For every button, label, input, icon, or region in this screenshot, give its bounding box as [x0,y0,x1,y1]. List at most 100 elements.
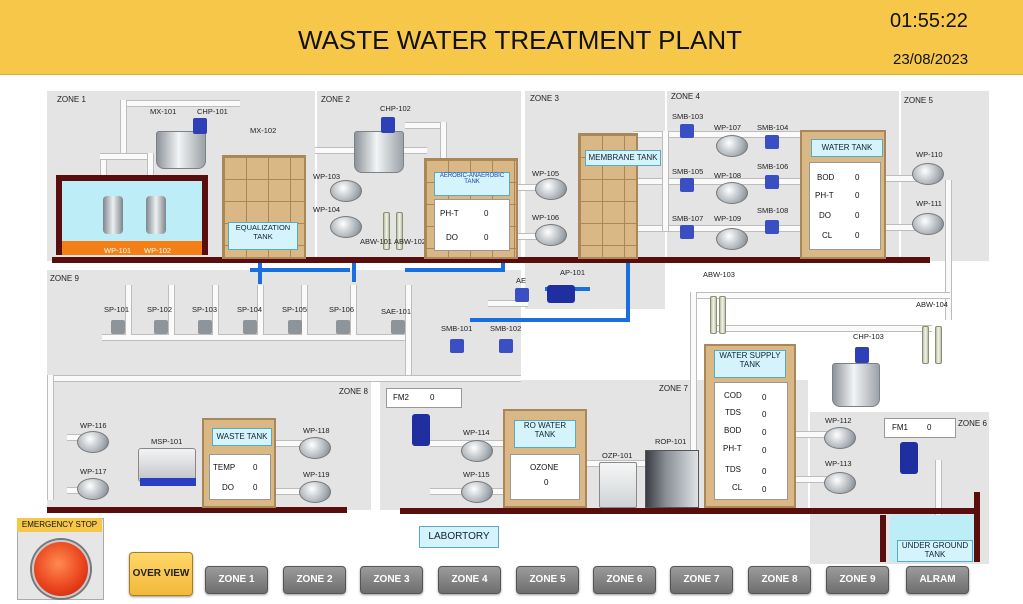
laboratory-button[interactable]: LABORTORY [419,526,499,548]
pipe [405,285,412,375]
nav-zone-1-button[interactable]: ZONE 1 [205,566,268,594]
abw-104-label: ABW-104 [916,300,948,309]
wp-101-label: WP-101 [104,246,132,255]
waste-tank-label: WASTE TANK [212,428,272,446]
valve-smb108-icon[interactable] [765,220,779,234]
valve-smb101-icon[interactable] [450,339,464,353]
submersible-pump-icon[interactable] [146,196,166,234]
valve-smb105-icon[interactable] [680,178,694,192]
pipe [212,285,219,335]
valve-ae-icon[interactable] [515,288,529,302]
nav-zone-4-button[interactable]: ZONE 4 [438,566,501,594]
waste-readings-panel [209,454,271,500]
pump-wp118-icon[interactable] [299,437,331,459]
pump-wp112-icon[interactable] [824,427,856,449]
pump-wp110-icon[interactable] [912,163,944,185]
submersible-pump-icon[interactable] [103,196,123,234]
pump-wp105-icon[interactable] [535,178,567,200]
pipe [790,431,830,438]
air-pump-icon[interactable] [547,285,575,303]
flow-valve-fm1-icon[interactable] [900,442,918,474]
pump-wp114-icon[interactable] [461,440,493,462]
filter-abw104-icon[interactable] [922,326,929,364]
water-pipe [250,268,350,272]
flow-valve-fm2-icon[interactable] [412,414,430,446]
sp-103-label: SP-103 [192,305,218,314]
pipe [168,285,175,335]
chemical-tank[interactable] [832,363,880,407]
emergency-stop-button[interactable] [32,540,90,598]
water-pipe [501,262,505,272]
pump-wp113-icon[interactable] [824,472,856,494]
screw-press-icon[interactable] [138,448,196,482]
pipe [100,153,107,183]
pump-wp115-icon[interactable] [461,481,493,503]
smb-106-label: SMB-106 [757,162,789,171]
valve-sp101-icon[interactable] [111,320,125,334]
aerobic-readings-panel [434,199,510,251]
bod-label: BOD [724,426,742,435]
motor-icon[interactable] [855,347,869,363]
cl-value: 0 [855,231,860,240]
filter-abw101-icon[interactable] [383,212,390,250]
pump-wp119-icon[interactable] [299,481,331,503]
pipe [880,224,930,231]
valve-smb104-icon[interactable] [765,135,779,149]
pipe [125,285,132,335]
clock-date: 23/08/2023 [893,51,969,68]
temp-value: 0 [253,463,258,472]
motor-icon[interactable] [193,118,207,134]
chp-103-label: CHP-103 [853,332,884,341]
nav-zone-9-button[interactable]: ZONE 9 [826,566,889,594]
nav-zone-2-button[interactable]: ZONE 2 [283,566,346,594]
wp-107-label: WP-107 [714,123,742,132]
cl-label: CL [732,483,743,492]
msp-101-label: MSP-101 [151,437,183,446]
motor-icon[interactable] [381,117,395,133]
ro-plant-icon[interactable] [645,450,699,508]
pump-wp117-icon[interactable] [77,478,109,500]
pump-wp116-icon[interactable] [77,431,109,453]
water-tank-label: WATER TANK [811,139,883,157]
valve-sp102-icon[interactable] [154,320,168,334]
valve-smb107-icon[interactable] [680,225,694,239]
fm1-value: 0 [927,423,932,432]
pump-wp106-icon[interactable] [535,224,567,246]
pipe [662,131,669,231]
nav-zone-3-button[interactable]: ZONE 3 [360,566,423,594]
valve-sp106-icon[interactable] [336,320,350,334]
water-pipe [405,268,505,272]
nav-zone-7-button[interactable]: ZONE 7 [670,566,733,594]
pump-wp108-icon[interactable] [716,182,748,204]
pump-wp109-icon[interactable] [716,228,748,250]
valve-sp103-icon[interactable] [198,320,212,334]
pipe [790,476,830,483]
tds-label: TDS [725,465,741,474]
pump-wp111-icon[interactable] [912,213,944,235]
filter-abw103b-icon [719,296,726,334]
filter-abw103-icon[interactable] [710,296,717,334]
chemical-tank[interactable] [354,131,404,173]
nav-zone-5-button[interactable]: ZONE 5 [516,566,579,594]
pipe [440,122,447,162]
filter-abw102-icon[interactable] [396,212,403,250]
valve-sp104-icon[interactable] [243,320,257,334]
pump-wp103-icon[interactable] [330,180,362,202]
valve-smb102-icon[interactable] [499,339,513,353]
nav-overview-button[interactable]: OVER VIEW [129,552,193,596]
mixer-tank[interactable] [156,131,206,169]
valve-sae101-icon[interactable] [391,320,405,334]
valve-smb103-icon[interactable] [680,124,694,138]
wp-119-label: WP-119 [303,470,330,479]
smb-103-label: SMB-103 [672,112,704,121]
valve-smb106-icon[interactable] [765,175,779,189]
pump-wp107-icon[interactable] [716,135,748,157]
nav-zone-6-button[interactable]: ZONE 6 [593,566,656,594]
valve-sp105-icon[interactable] [288,320,302,334]
water-pipe [470,318,630,322]
ozone-generator-icon[interactable] [599,462,637,508]
pump-wp104-icon[interactable] [330,216,362,238]
nav-alarm-button[interactable]: ALRAM [906,566,969,594]
nav-zone-8-button[interactable]: ZONE 8 [748,566,811,594]
floor-line [52,257,930,263]
